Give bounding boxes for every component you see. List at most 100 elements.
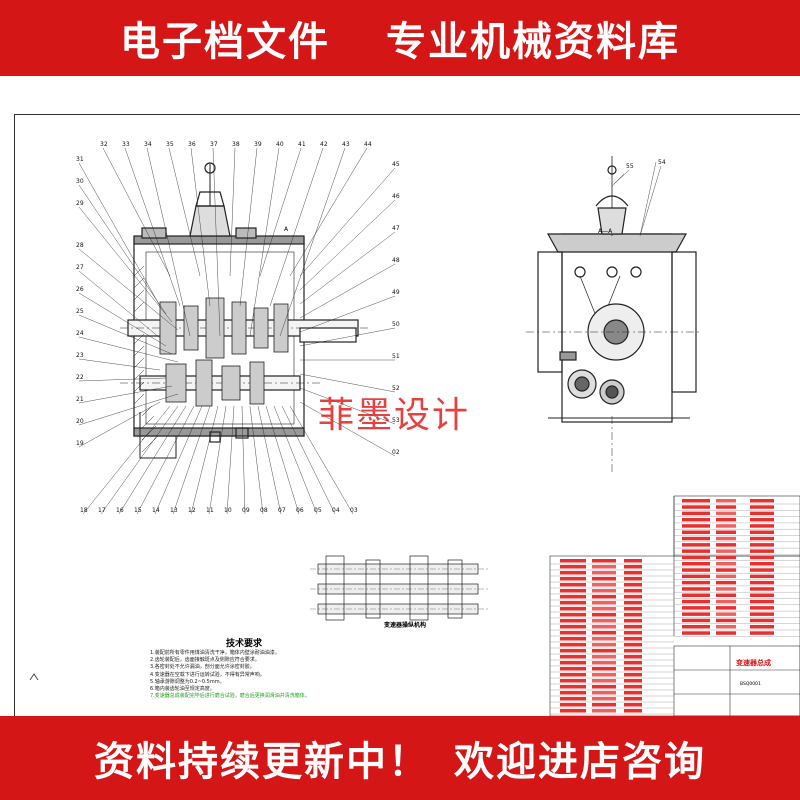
- parts-left-cell: [560, 709, 586, 713]
- parts-left-cell: [592, 571, 616, 575]
- callout-right-45: 45: [392, 161, 400, 168]
- leader-line: [154, 405, 203, 515]
- leader-line: [639, 165, 662, 237]
- section-label: A—A: [598, 228, 613, 235]
- parts-right-cell: [716, 524, 736, 528]
- parts-left-cell: [592, 691, 616, 695]
- callout-bottom-05: 05: [314, 507, 322, 514]
- parts-left-cell: [592, 643, 616, 647]
- parts-left-cell: [560, 589, 586, 593]
- parts-right-cell: [682, 631, 710, 635]
- parts-right-cell: [716, 543, 736, 547]
- parts-left-cell: [560, 691, 586, 695]
- callout-right-48: 48: [392, 257, 400, 264]
- parts-right-cell: [750, 568, 774, 572]
- parts-left-cell: [624, 679, 642, 683]
- parts-right-cell: [682, 625, 710, 629]
- parts-left-cell: [560, 601, 586, 605]
- parts-left-cell: [560, 583, 586, 587]
- parts-right-cell: [750, 612, 774, 616]
- leader-line: [78, 162, 161, 307]
- leader-line: [78, 358, 161, 371]
- callout-right-52: 52: [392, 385, 400, 392]
- parts-left-cell: [624, 607, 642, 611]
- leader-lines: [78, 147, 662, 515]
- parts-right-cell: [682, 499, 710, 503]
- parts-left-cell: [624, 589, 642, 593]
- parts-left-cell: [560, 667, 586, 671]
- parts-left-cell: [624, 613, 642, 617]
- leader-line: [78, 385, 173, 404]
- parts-right-cell: [682, 593, 710, 597]
- parts-left-cell: [560, 613, 586, 617]
- parts-left-cell: [624, 661, 642, 665]
- parts-left-cell: [592, 601, 616, 605]
- parts-right-cell: [716, 618, 736, 623]
- parts-left-cell: [624, 631, 642, 635]
- callout-bottom-16: 16: [116, 507, 124, 514]
- tech-note: 6.箱内装齿轮油至规定高度。: [150, 686, 215, 693]
- leader-line: [172, 405, 211, 515]
- parts-left-cell: [592, 703, 616, 707]
- parts-right-cell: [716, 606, 736, 610]
- leader-line: [241, 405, 246, 515]
- parts-left-cell: [560, 649, 586, 653]
- leader-line: [273, 405, 318, 515]
- parts-right-cell: [716, 555, 736, 560]
- callout-bottom-03: 03: [350, 507, 358, 514]
- parts-right-cell: [682, 574, 710, 579]
- parts-right-cell: [682, 618, 710, 623]
- leader-line: [102, 147, 171, 277]
- callout-bottom-11: 11: [206, 507, 214, 514]
- parts-right-cell: [750, 574, 774, 579]
- bottom-banner: 资料持续更新中！ 欢迎进店咨询: [0, 716, 800, 800]
- callout-top-35: 35: [166, 141, 174, 148]
- top-banner: 电子档文件 专业机械资料库: [0, 0, 800, 76]
- parts-left-cell: [560, 559, 586, 563]
- leader-line: [299, 231, 396, 305]
- top-banner-right: 专业机械资料库: [386, 19, 680, 65]
- callout-left-26: 26: [76, 286, 84, 293]
- parts-right-cell: [682, 580, 710, 585]
- parts-left-cell: [592, 709, 616, 713]
- parts-right-cell: [750, 543, 774, 547]
- parts-left-cell: [624, 583, 642, 587]
- parts-right-cell: [682, 562, 710, 566]
- title-stamp: 变速器总成: [736, 659, 771, 667]
- section-view: [526, 156, 700, 472]
- callout-top-32: 32: [100, 141, 108, 148]
- parts-right-cell: [716, 599, 736, 604]
- callout-left-31: 31: [76, 156, 84, 163]
- leader-line: [212, 147, 221, 337]
- callout-bottom-06: 06: [296, 507, 304, 514]
- parts-left-cell: [560, 625, 586, 629]
- parts-right-cell: [682, 568, 710, 572]
- callout-left-29: 29: [76, 200, 84, 207]
- parts-left-cell: [592, 613, 616, 617]
- callout-left-30: 30: [76, 178, 84, 185]
- parts-left-cell: [624, 643, 642, 647]
- parts-left-cell: [592, 667, 616, 671]
- parts-left-cell: [560, 595, 586, 599]
- leader-line: [118, 405, 187, 515]
- callout-bottom-07: 07: [278, 507, 286, 514]
- parts-right-cell: [750, 555, 774, 560]
- leader-line: [100, 405, 179, 515]
- parts-left-cell: [592, 583, 616, 587]
- parts-right-cell: [682, 536, 710, 541]
- tech-note: 3.各密封处不允许漏油，剖分面允许涂密封胶。: [150, 664, 255, 671]
- parts-left-cell: [592, 625, 616, 629]
- tech-requirements: 1.装配前所有零件用煤油清洗干净，箱体内壁涂耐油油漆。 2.齿轮装配后，齿面接触…: [150, 650, 360, 700]
- parts-right-cell: [682, 517, 710, 522]
- parts-right-cell: [716, 612, 736, 616]
- leader-line: [78, 184, 167, 315]
- parts-left-cell: [624, 655, 642, 659]
- leader-line: [299, 199, 396, 291]
- parts-left-cell: [624, 601, 642, 605]
- parts-right-cell: [750, 562, 774, 566]
- leader-line: [78, 292, 167, 347]
- parts-left-cell: [624, 637, 642, 641]
- parts-left-cell: [624, 559, 642, 563]
- parts-left-cell: [560, 577, 586, 581]
